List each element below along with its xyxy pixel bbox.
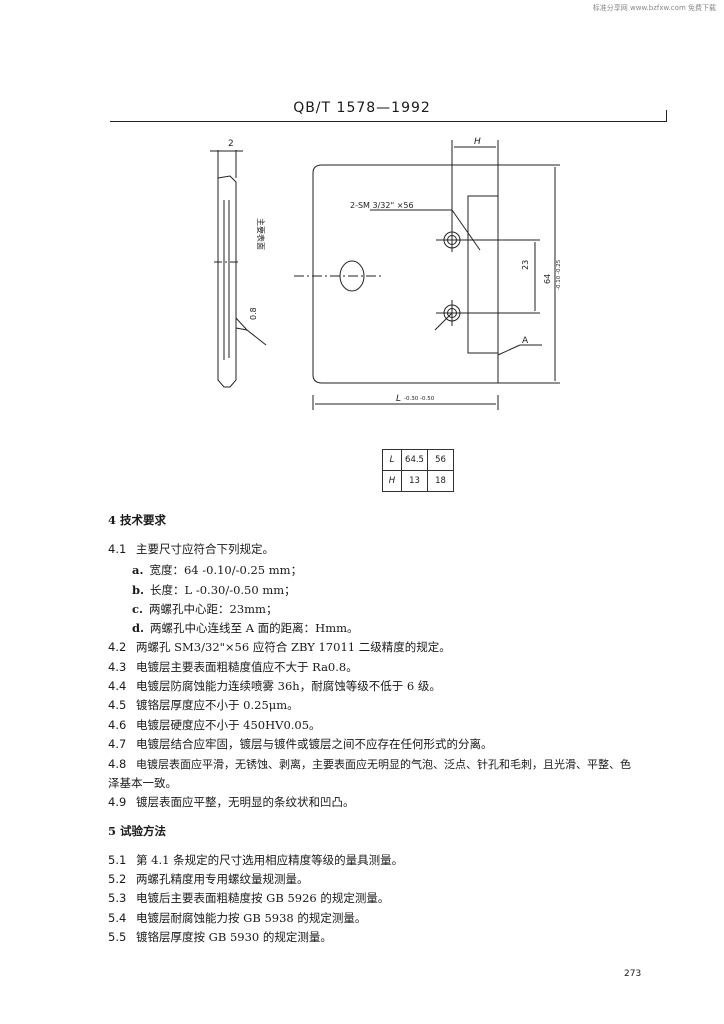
clause-text: 电镀层表面应平滑，无锈蚀、剥离，主要表面应无明显的气泡、泛点、针孔和毛刺，且光滑… xyxy=(136,758,631,771)
clause-number: 4.5 xyxy=(108,698,127,712)
clause-number: 4.8 xyxy=(108,757,127,771)
clause-number: 5.1 xyxy=(108,853,127,867)
clause-5-3: 5.3 电镀后主要表面粗糙度按 GB 5926 的规定测量。 xyxy=(108,890,389,906)
clause-text: 镀层表面应平整，无明显的条纹状和凹凸。 xyxy=(136,795,355,809)
dim-23-label: 23 xyxy=(521,260,530,270)
sub-item-label: b. xyxy=(132,583,145,597)
sub-item-label: a. xyxy=(132,563,144,577)
watermark: 标准分享网 www.bzfxw.com 免费下载 xyxy=(592,4,716,12)
clause-number: 4.1 xyxy=(108,542,127,556)
sub-item-text: 两螺孔中心距：23mm； xyxy=(149,602,278,616)
clause-text: 电镀层耐腐蚀能力按 GB 5938 的规定测量。 xyxy=(136,911,367,925)
clause-4-8: 4.8 电镀层表面应平滑，无锈蚀、剥离，主要表面应无明显的气泡、泛点、针孔和毛刺，… xyxy=(108,756,631,773)
dim-table-cell: 13 xyxy=(401,470,428,492)
clause-5-4: 5.4 电镀层耐腐蚀能力按 GB 5938 的规定测量。 xyxy=(108,910,366,926)
header-rule xyxy=(110,121,667,122)
clause-number: 5.5 xyxy=(108,930,127,944)
clause-text: 主要尺寸应符合下列规定。 xyxy=(136,542,274,556)
sub-item-a: a. 宽度：64 -0.10/-0.25 mm； xyxy=(132,562,302,578)
clause-text: 两螺孔 SM3/32"×56 应符合 ZBY 17011 二级精度的规定。 xyxy=(136,640,451,654)
dim-table-cell: 18 xyxy=(427,470,454,492)
side-view xyxy=(210,150,267,388)
clause-number: 5.2 xyxy=(108,872,127,886)
section-5-title: 5 试验方法 xyxy=(108,824,167,838)
roughness-value: 0.8 xyxy=(249,307,258,320)
dim-table-cell: 56 xyxy=(427,449,454,471)
dim-h-label: H xyxy=(474,137,481,147)
clause-number: 5.3 xyxy=(108,891,127,905)
dim-table-row: L 64.5 56 xyxy=(382,449,454,471)
clause-text: 泽基本一致。 xyxy=(108,776,177,790)
dim-table-label: L xyxy=(382,449,402,471)
clause-5-1: 5.1 第 4.1 条规定的尺寸选用相应精度等级的量具测量。 xyxy=(108,852,403,868)
clause-number: 4.3 xyxy=(108,660,127,674)
dim-table-cell: 64.5 xyxy=(401,449,428,471)
clause-text: 电镀后主要表面粗糙度按 GB 5926 的规定测量。 xyxy=(136,891,390,905)
technical-drawing: 2 H 2-SM 3/32" ×56 主要表面 0.8 23 64 -0.10 … xyxy=(210,137,562,410)
thread-callout: 2-SM 3/32" ×56 xyxy=(350,201,414,210)
main-surface-label: 主要表面 xyxy=(256,218,266,250)
clause-4-8-continued: 泽基本一致。 xyxy=(108,775,177,791)
dim-64-label: 64 xyxy=(543,274,552,284)
clause-4-6: 4.6 电镀层硬度应不小于 450HV0.05。 xyxy=(108,717,321,733)
section-4-title: 4 技术要求 xyxy=(108,513,167,527)
header-rule-tick xyxy=(666,110,667,122)
clause-4-2: 4.2 两螺孔 SM3/32"×56 应符合 ZBY 17011 二级精度的规定。 xyxy=(108,639,451,655)
dim-thickness-label: 2 xyxy=(228,139,234,149)
clause-5-5: 5.5 镀铬层厚度按 GB 5930 的规定测量。 xyxy=(108,929,332,945)
clause-number: 4.2 xyxy=(108,640,127,654)
sub-item-text: 两螺孔中心连线至 A 面的距离：Hmm。 xyxy=(150,621,359,635)
clause-text: 电镀层防腐蚀能力连续喷雾 36h，耐腐蚀等级不低于 6 级。 xyxy=(136,679,441,693)
clause-4-3: 4.3 电镀层主要表面粗糙度值应不大于 Ra0.8。 xyxy=(108,659,358,675)
clause-text: 电镀层硬度应不小于 450HV0.05。 xyxy=(136,718,321,732)
surface-a-label: A xyxy=(522,336,529,346)
clause-text: 电镀层主要表面粗糙度值应不大于 Ra0.8。 xyxy=(136,660,358,674)
standard-number-header: QB/T 1578—1992 xyxy=(293,100,431,116)
clause-number: 4.4 xyxy=(108,679,127,693)
sub-item-c: c. 两螺孔中心距：23mm； xyxy=(132,601,277,617)
dim-64-tolerance: -0.10 -0.25 xyxy=(556,259,562,290)
clause-text: 镀铬层厚度按 GB 5930 的规定测量。 xyxy=(136,930,332,944)
clause-4-4: 4.4 电镀层防腐蚀能力连续喷雾 36h，耐腐蚀等级不低于 6 级。 xyxy=(108,678,441,694)
clause-4-7: 4.7 电镀层结合应牢固，镀层与镀件或镀层之间不应存在任何形式的分离。 xyxy=(108,736,493,752)
clause-number: 4.9 xyxy=(108,795,127,809)
clause-text: 两螺孔精度用专用螺纹量规测量。 xyxy=(136,872,309,886)
sub-item-d: d. 两螺孔中心连线至 A 面的距离：Hmm。 xyxy=(132,620,359,636)
dim-l-tolerance: -0.30 -0.50 xyxy=(404,396,435,402)
clause-text: 镀铬层厚度应不小于 0.25μm。 xyxy=(136,698,299,712)
sub-item-label: c. xyxy=(132,602,144,616)
clause-4-5: 4.5 镀铬层厚度应不小于 0.25μm。 xyxy=(108,697,299,713)
clause-number: 4.7 xyxy=(108,737,127,751)
sub-item-b: b. 长度：L -0.30/-0.50 mm； xyxy=(132,582,296,598)
clause-number: 4.6 xyxy=(108,718,127,732)
clause-5-2: 5.2 两螺孔精度用专用螺纹量规测量。 xyxy=(108,871,309,887)
sub-item-label: d. xyxy=(132,621,145,635)
clause-text: 电镀层结合应牢固，镀层与镀件或镀层之间不应存在任何形式的分离。 xyxy=(136,737,493,751)
sub-item-text: 长度：L -0.30/-0.50 mm； xyxy=(150,583,296,597)
sub-item-text: 宽度：64 -0.10/-0.25 mm； xyxy=(149,563,303,577)
plate-front-view xyxy=(294,140,560,410)
clause-number: 5.4 xyxy=(108,911,127,925)
dim-table-row: H 13 18 xyxy=(382,470,454,492)
clause-text: 第 4.1 条规定的尺寸选用相应精度等级的量具测量。 xyxy=(136,853,404,867)
dim-table-label: H xyxy=(382,470,402,492)
dimension-table: L 64.5 56 H 13 18 xyxy=(382,449,454,492)
dim-l-label: L xyxy=(396,394,401,404)
page-number: 273 xyxy=(624,969,642,979)
clause-4-9: 4.9 镀层表面应平整，无明显的条纹状和凹凸。 xyxy=(108,794,355,810)
clause-4-1: 4.1 主要尺寸应符合下列规定。 xyxy=(108,541,274,557)
